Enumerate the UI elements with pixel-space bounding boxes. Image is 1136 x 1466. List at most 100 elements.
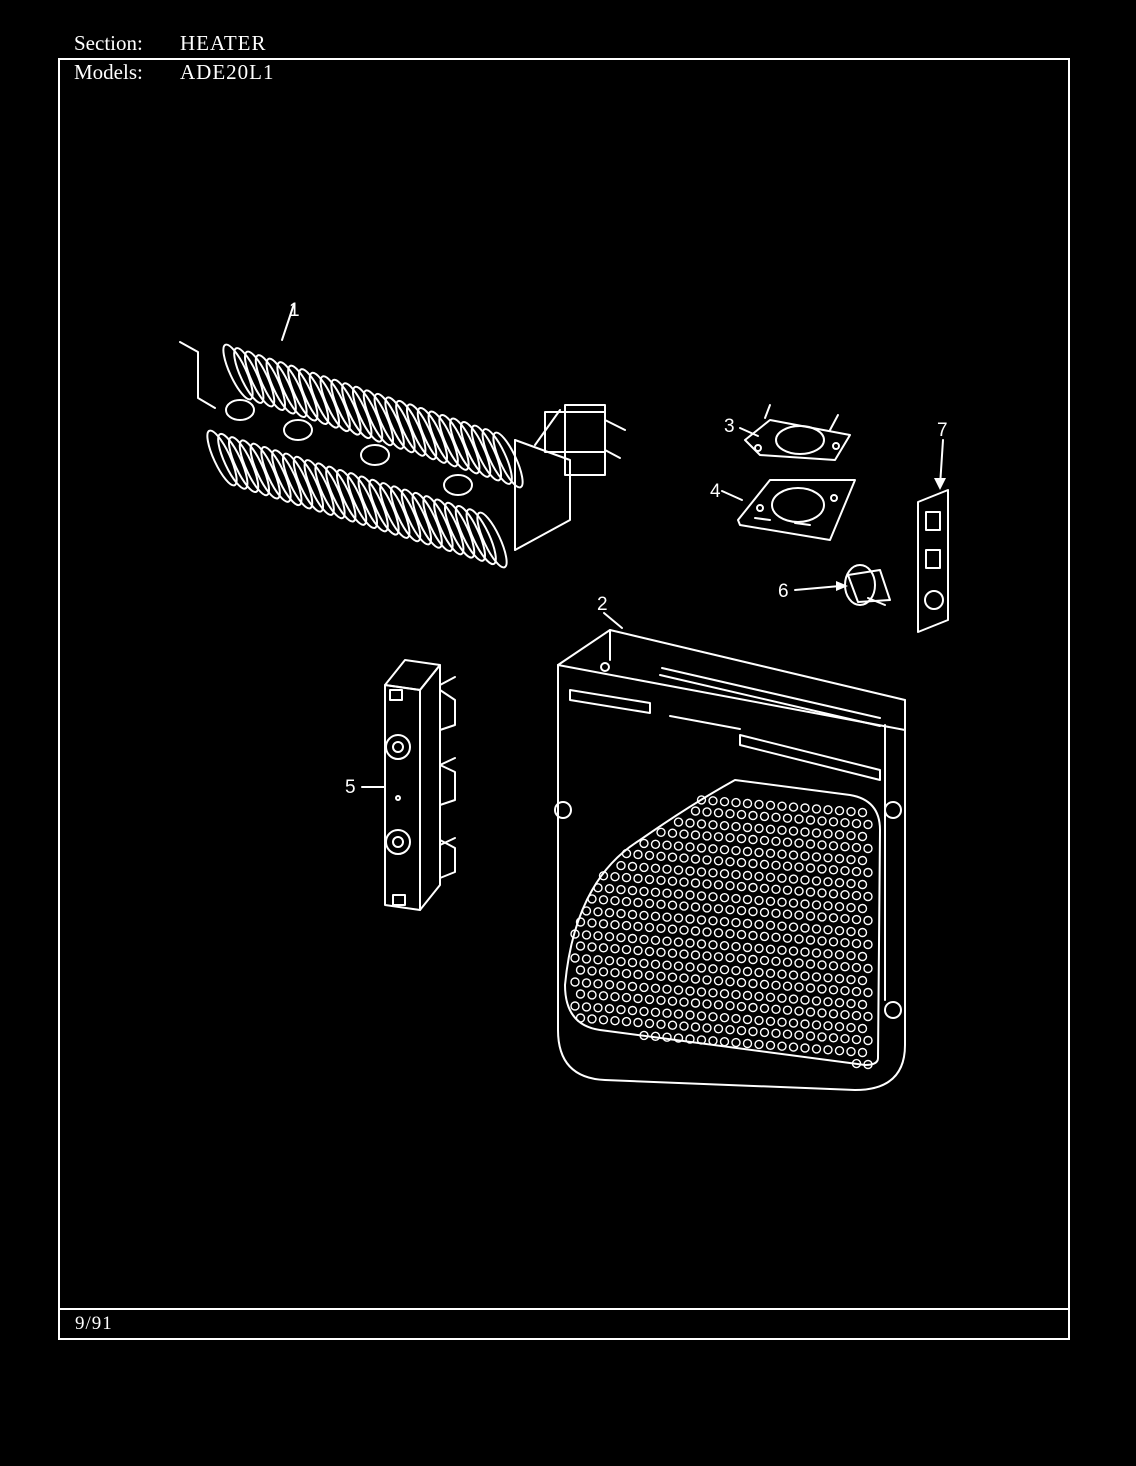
grille-hole [834,854,845,864]
coil-loop [395,399,427,457]
grille-hole [817,1032,827,1042]
coil-loop [443,501,476,559]
grille-hole [570,1001,580,1011]
grille-hole [857,855,868,866]
grille-hole [685,938,695,948]
grille-hole [662,960,672,970]
grille-hole [777,945,787,955]
grille-hole [702,927,712,937]
grille-hole [771,884,781,894]
grille-hole [667,924,678,934]
grille-hole [834,950,845,960]
grille-hole [817,864,827,874]
leader-4 [721,490,743,501]
grille-hole [627,933,638,944]
grille-hole [656,851,666,861]
grille-hole [800,1043,810,1053]
grille-hole [863,867,873,878]
grille-hole [570,929,580,939]
grille-hole [713,976,724,986]
grille-hole [610,968,620,978]
grille-hole [662,912,672,922]
grille-hole [719,797,730,807]
grille-hole [794,838,804,848]
grille-hole [823,805,833,815]
grille-hole [805,887,816,897]
grille-hole [759,979,770,990]
grille-hole [851,1034,862,1045]
grille-hole [748,978,758,989]
grille-hole [713,832,724,842]
grille-hole [736,953,747,964]
section-value: HEATER [180,31,267,55]
grille-hole [788,850,799,860]
grille-hole [690,1022,701,1032]
grille-hole [610,872,620,882]
grille-hole [725,1024,735,1035]
grille-hole [719,989,730,999]
grille-hole [805,983,816,993]
grille-hole [690,830,701,840]
grille-hole [627,861,638,872]
grille-hole [702,831,712,841]
grille-hole [828,817,839,827]
grille-hole [725,905,735,915]
grille-hole [673,913,684,923]
coil-loop [454,505,487,562]
grille-hole [851,890,862,901]
coil-loop [325,465,357,523]
grille-hole [736,881,747,892]
grille-hole [823,853,833,863]
grille-hole [598,895,609,905]
grille-hole [857,999,868,1010]
grille-hole [765,800,776,810]
grille-hole [851,1010,862,1021]
coil-loop [470,424,503,482]
coil-loop [384,396,416,454]
grille-hole [828,841,839,851]
grille-hole [840,866,850,876]
grille-hole [748,1026,758,1037]
grille-hole [644,946,655,957]
grille-hole [794,910,804,920]
grille-hole [627,957,638,968]
grille-hole [846,974,856,985]
grille-hole [587,942,597,952]
grille-hole [846,950,856,961]
grille-hole [587,1014,597,1024]
grille-hole [662,1032,672,1042]
grille-hole [863,1035,873,1046]
grille-hole [581,1002,592,1012]
grille-hole [719,1036,730,1047]
grille-hole [765,1040,776,1051]
footer-divider [58,1308,1070,1310]
grille-hole [702,951,712,961]
coil-loop [341,382,373,440]
grille-hole [719,941,730,951]
models-row: Models:ADE20L1 [74,60,275,84]
coil-loop [217,432,249,490]
grille-hole [834,1045,845,1056]
grille-hole [673,1033,684,1043]
grille-hole [777,993,787,1003]
grille-hole [771,812,781,822]
grille-hole [828,865,839,875]
grille-hole [811,852,822,862]
grille-hole [759,931,770,942]
grille-hole [604,956,615,966]
coil-loop [362,389,395,447]
callout-7: 7 [937,420,948,441]
grille-hole [610,944,620,954]
grille-hole [644,994,655,1005]
grille-hole [788,922,799,932]
grille-hole [725,833,735,843]
coil-loop [276,361,308,418]
grille-hole [662,1008,672,1018]
grille-hole [644,850,655,861]
coil-loop [249,442,281,500]
callout-3: 3 [724,416,735,437]
grille-hole [742,918,753,929]
grille-hole [696,939,707,949]
grille-hole [851,986,862,997]
grille-hole [817,1008,827,1018]
